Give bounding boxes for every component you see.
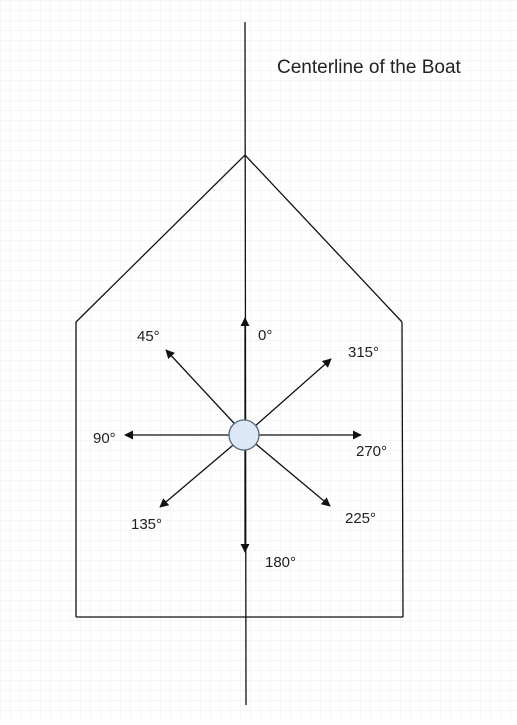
angle-label-180: 180°: [265, 554, 296, 571]
diagram-title: Centerline of the Boat: [277, 57, 462, 78]
boat-hull-right-side: [401, 321, 404, 618]
arrow-135: [159, 434, 246, 508]
angle-label-45: 45°: [137, 328, 160, 345]
angle-label-135: 135°: [131, 516, 162, 533]
angle-label-270: 270°: [356, 443, 387, 460]
hub-circle: [228, 419, 260, 451]
angle-label-315: 315°: [348, 344, 379, 361]
direction-arrows: [124, 317, 362, 553]
boat-hull-outline: [75, 154, 403, 323]
arrow-225: [244, 434, 331, 507]
angle-label-0: 0°: [258, 327, 272, 344]
arrow-45: [165, 349, 246, 436]
angle-label-225: 225°: [345, 510, 376, 527]
angle-label-90: 90°: [93, 430, 116, 447]
arrow-315: [244, 358, 332, 436]
